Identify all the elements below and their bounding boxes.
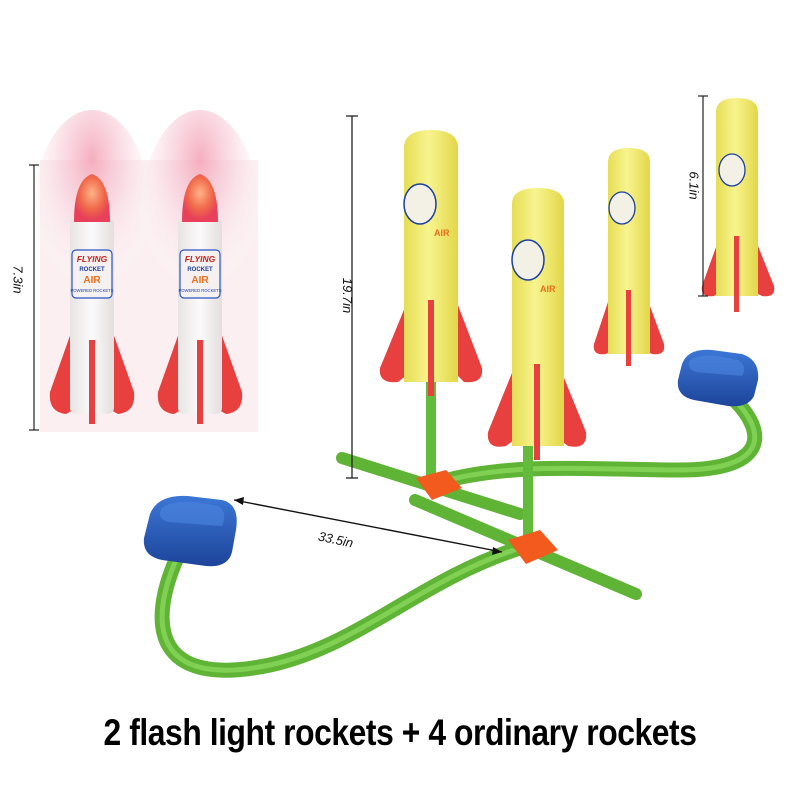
label-text-3: AIR bbox=[434, 228, 450, 238]
label-text-1: FLYING bbox=[77, 254, 108, 264]
flash-rockets-panel: FLYING ROCKET AIR POWERED ROCKETS FLYING… bbox=[29, 110, 260, 432]
rocket-decal bbox=[403, 183, 437, 225]
tall-rocket-height-label: 19.7in bbox=[340, 277, 356, 314]
launch-tube-back bbox=[426, 380, 436, 492]
rocket-decal bbox=[511, 239, 545, 281]
label-text-2: ROCKET bbox=[79, 267, 105, 273]
flash-rocket-height-label: 7.3in bbox=[10, 265, 26, 294]
label-text-3: AIR bbox=[540, 284, 556, 294]
small-rocket-height-label: 6.1in bbox=[686, 171, 702, 200]
connector-front bbox=[508, 530, 558, 564]
label-text-3: AIR bbox=[191, 275, 209, 286]
label-text-2: ROCKET bbox=[187, 267, 213, 273]
foam-rocket-tall-front: AIR bbox=[487, 188, 587, 460]
connector-back bbox=[416, 470, 462, 500]
rocket-decal bbox=[608, 191, 636, 225]
foot-pump-left bbox=[143, 495, 237, 567]
foot-pump-right bbox=[677, 349, 759, 407]
rocket-glowing-tip bbox=[74, 174, 110, 222]
label-text-4: POWERED ROCKETS bbox=[178, 288, 221, 293]
foam-rocket-tall-back: AIR bbox=[379, 130, 483, 396]
rocket-label bbox=[179, 249, 221, 299]
fin-center bbox=[89, 340, 95, 424]
launcher-tubing bbox=[154, 380, 763, 678]
product-caption: 2 flash light rockets + 4 ordinary rocke… bbox=[103, 712, 697, 753]
pad-distance-dimension-line bbox=[233, 499, 503, 553]
rocket-decal bbox=[718, 153, 746, 187]
flash-rocket-right: FLYING ROCKET AIR POWERED ROCKETS bbox=[157, 174, 243, 424]
right-hose-highlight bbox=[445, 389, 758, 483]
foam-rocket-small-right bbox=[701, 98, 775, 312]
rocket-label bbox=[71, 249, 113, 299]
label-text-1: FLYING bbox=[185, 254, 216, 264]
fin-center bbox=[197, 340, 203, 424]
foam-rocket-small-middle bbox=[593, 148, 665, 366]
label-text-4: POWERED ROCKETS bbox=[70, 288, 113, 293]
left-hose bbox=[154, 540, 528, 678]
left-hose-highlight bbox=[159, 545, 523, 673]
flash-rocket-left: FLYING ROCKET AIR POWERED ROCKETS bbox=[49, 174, 135, 424]
rocket-glowing-tip bbox=[182, 174, 218, 222]
dimension-lines bbox=[233, 95, 708, 555]
label-text-3: AIR bbox=[83, 275, 101, 286]
launch-tube-front bbox=[523, 440, 533, 552]
